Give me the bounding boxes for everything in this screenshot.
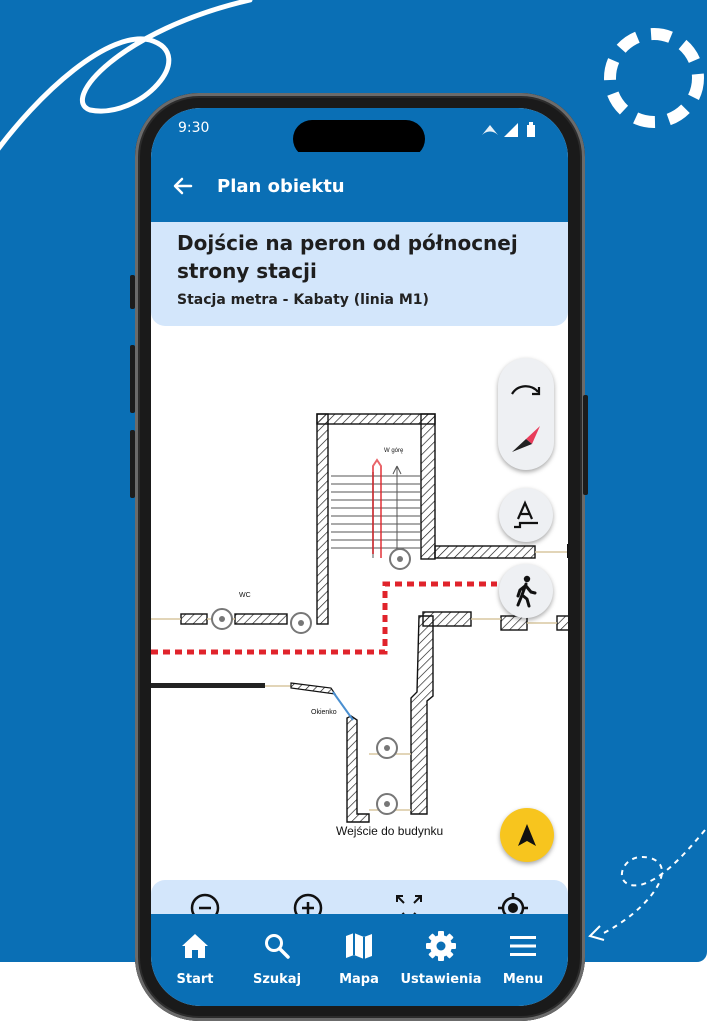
route-title: Dojście na peron od północnej strony sta…	[177, 231, 518, 283]
walking-person-icon	[516, 575, 537, 608]
bottom-navigation: Start Szukaj Mapa	[151, 914, 568, 1006]
compass-icon[interactable]	[506, 414, 546, 464]
map-icon	[346, 933, 372, 959]
phone-volume-up	[130, 345, 135, 413]
nav-search[interactable]: Szukaj	[235, 930, 319, 987]
location-info-card: Dojście na peron od północnej strony sta…	[151, 222, 568, 326]
phone-action-button	[130, 275, 135, 309]
nav-label: Menu	[502, 972, 544, 987]
nav-start[interactable]: Start	[153, 930, 237, 987]
window-label: Okienko	[311, 709, 337, 716]
status-icons	[482, 122, 535, 137]
phone-screen: 9:30 Plan obiektu Dojście na peron od pó…	[151, 108, 568, 1006]
status-time: 9:30	[178, 120, 210, 136]
signal-icon	[504, 123, 518, 137]
gear-icon	[426, 931, 456, 961]
door-markers	[211, 548, 411, 815]
floor-plan-drawing	[151, 413, 568, 823]
menu-icon	[510, 936, 536, 956]
nav-menu[interactable]: Menu	[481, 930, 565, 987]
wifi-icon	[482, 125, 498, 135]
phone-volume-down	[130, 430, 135, 498]
status-bar: 9:30	[151, 108, 568, 158]
lower-walls	[151, 682, 354, 721]
app-bar: Plan obiektu	[151, 152, 568, 222]
navigation-arrow-icon	[518, 824, 536, 846]
home-icon	[182, 934, 208, 958]
battery-icon	[527, 125, 535, 137]
phone-power-button	[583, 395, 588, 495]
stairs	[331, 465, 421, 558]
rotate-map-icon[interactable]	[506, 364, 546, 414]
nav-map[interactable]: Mapa	[317, 930, 401, 987]
stair-route	[372, 458, 382, 558]
up-label: W górę	[384, 448, 404, 454]
station-subtitle: Stacja metra - Kabaty (linia M1)	[177, 292, 429, 308]
navigation-button[interactable]	[500, 808, 554, 862]
back-arrow-icon[interactable]	[171, 174, 195, 198]
nav-label: Start	[176, 972, 214, 987]
decorative-swirl	[0, 0, 706, 941]
text-size-icon	[514, 500, 538, 529]
nav-label: Ustawienia	[400, 972, 482, 987]
nav-label: Szukaj	[252, 972, 302, 987]
page-title: Plan obiektu	[217, 176, 345, 197]
dynamic-island	[293, 120, 425, 158]
wall-segments	[180, 413, 568, 823]
nav-label: Mapa	[339, 972, 379, 987]
search-icon	[265, 934, 290, 959]
walking-mode-button[interactable]	[499, 564, 553, 618]
door-marker-dots	[219, 556, 403, 807]
text-size-button[interactable]	[499, 488, 553, 542]
entrance-label: Wejście do budynku	[336, 824, 444, 838]
nav-settings[interactable]: Ustawienia	[399, 930, 483, 987]
route-path	[151, 581, 497, 655]
map-orientation-control	[498, 358, 554, 470]
wc-label: WC	[239, 592, 251, 599]
